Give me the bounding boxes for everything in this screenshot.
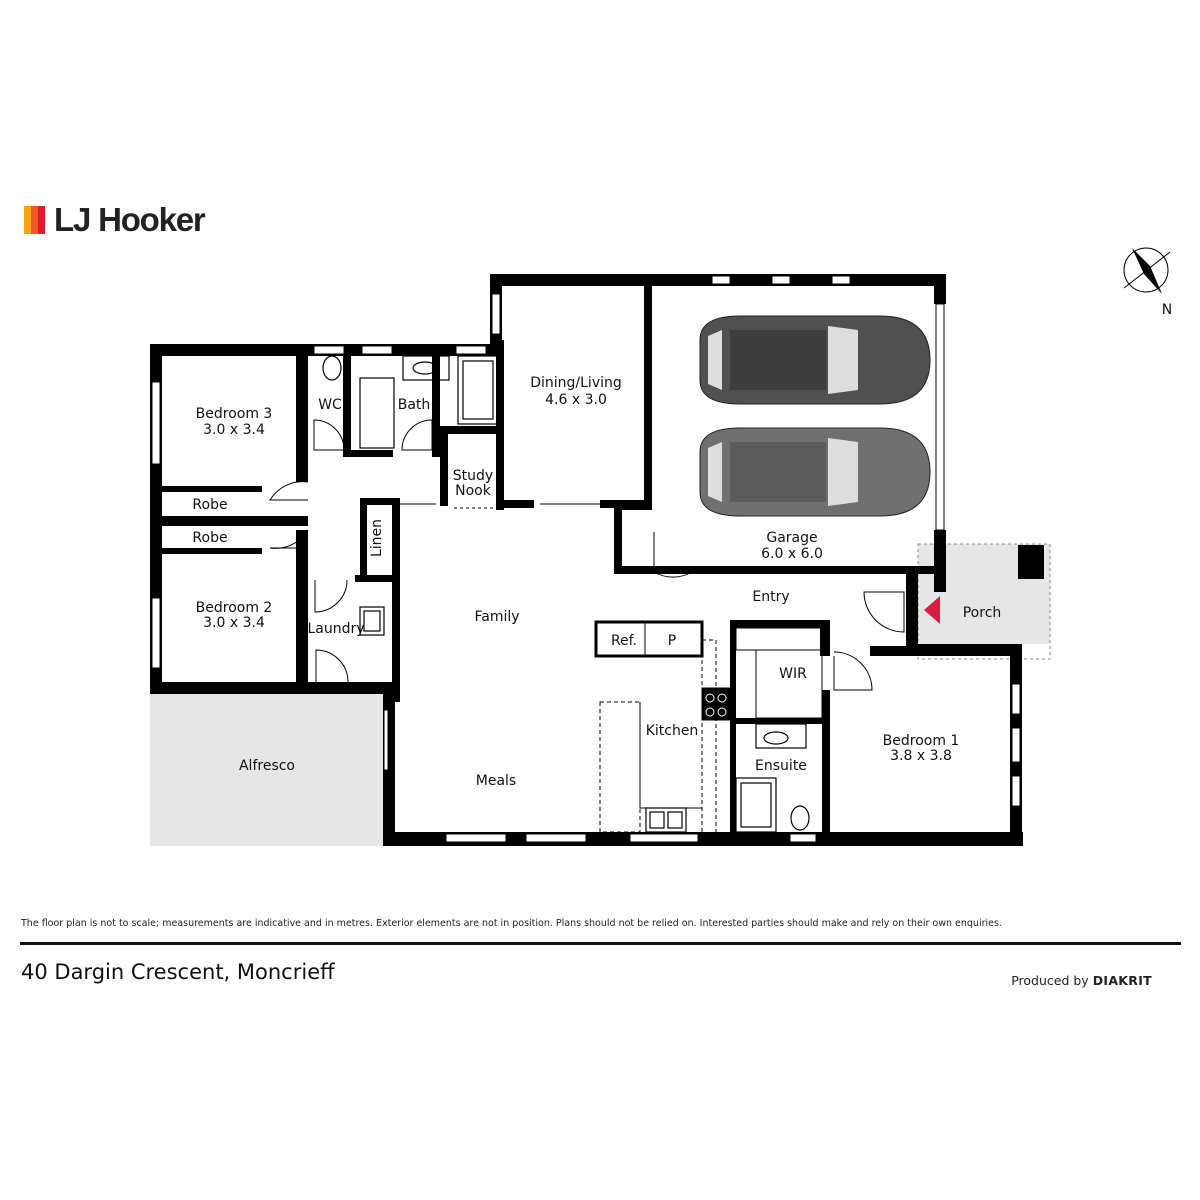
entry-arrow-icon: [924, 596, 940, 624]
producer-credit: Produced by DIAKRIT: [1011, 973, 1152, 988]
ensuite-label: Ensuite: [755, 758, 807, 774]
dining-dims: 4.6 x 3.0: [545, 392, 607, 408]
wc-label: WC: [318, 397, 342, 413]
compass-north-label: N: [1162, 302, 1172, 318]
windows: [151, 275, 1021, 843]
car-icon: [699, 427, 931, 517]
study-label-line2: Nook: [455, 483, 492, 499]
footer-divider: [20, 942, 1181, 945]
door-swings: [269, 419, 905, 691]
kitchen-label: Kitchen: [646, 723, 699, 739]
laundry-label: Laundry: [307, 621, 364, 637]
pantry-label: P: [668, 633, 676, 649]
alfresco-label: Alfresco: [239, 758, 295, 774]
car-icon: [699, 315, 931, 405]
bath-label: Bath: [398, 397, 431, 413]
bedroom2-dims: 3.0 x 3.4: [203, 615, 265, 631]
garage-dims: 6.0 x 6.0: [761, 546, 823, 562]
porch-label: Porch: [963, 605, 1002, 621]
porch-outline: [917, 543, 1051, 660]
family-label: Family: [474, 609, 519, 625]
fixtures: [322, 355, 810, 833]
compass-icon: N: [1123, 247, 1172, 318]
producer-prefix: Produced by: [1011, 973, 1089, 988]
bedroom1-label: Bedroom 1: [883, 733, 960, 749]
bedroom2-label: Bedroom 2: [196, 600, 273, 616]
bedroom1-dims: 3.8 x 3.8: [890, 748, 952, 764]
entry-label: Entry: [752, 589, 789, 605]
brand-name: LJ Hooker: [54, 201, 206, 238]
disclaimer-text: The floor plan is not to scale; measurem…: [21, 918, 1002, 929]
bedroom3-dims: 3.0 x 3.4: [203, 422, 265, 438]
bedroom3-label: Bedroom 3: [196, 406, 273, 422]
logo-bars-icon: [24, 206, 45, 234]
robe-upper-label: Robe: [192, 497, 227, 513]
lj-hooker-logo: LJ Hooker: [24, 201, 206, 238]
wir-label: WIR: [779, 666, 807, 682]
producer-name: DIAKRIT: [1092, 973, 1152, 988]
property-address: 40 Dargin Crescent, Moncrieff: [21, 960, 335, 984]
porch-column: [1018, 545, 1044, 579]
alfresco-area: [150, 694, 383, 846]
dining-label: Dining/Living: [530, 375, 622, 391]
study-label-line1: Study: [453, 468, 493, 484]
meals-label: Meals: [476, 773, 516, 789]
robe-lower-label: Robe: [192, 530, 227, 546]
linen-label: Linen: [369, 519, 385, 557]
kitchen-benches: [594, 620, 823, 835]
ref-label: Ref.: [611, 633, 637, 649]
garage-label: Garage: [766, 530, 817, 546]
room-labels: Bedroom 3 3.0 x 3.4 Robe Robe Bedroom 2 …: [192, 375, 1001, 789]
